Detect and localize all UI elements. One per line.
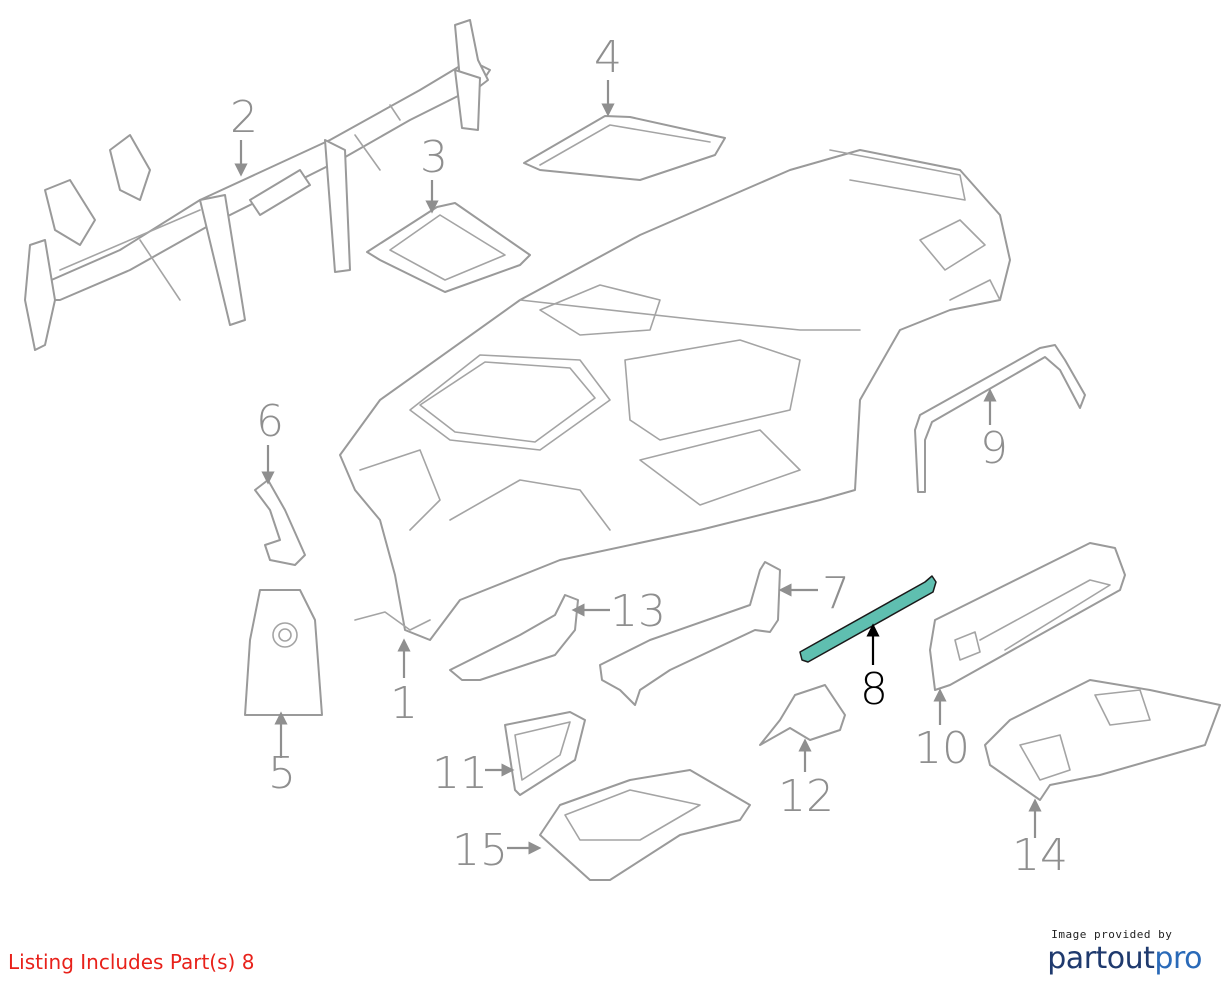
callout-13: 13 [610,586,666,637]
listing-note: Listing Includes Part(s) 8 [8,950,255,974]
part-5-side-cover [244,589,323,716]
callout-12: 12 [778,771,834,822]
part-13-bracket [449,594,579,681]
image-credit: Image provided by partoutpro [1047,928,1202,977]
brand-logo: partoutpro [1047,941,1202,977]
callout-15: 15 [452,825,508,876]
callout-5: 5 [268,748,296,799]
part-6-trim [254,479,306,566]
part-14-under-cover [984,679,1221,801]
callout-14: 14 [1012,830,1068,881]
part-9-seal [914,344,1086,493]
callout-11: 11 [432,748,488,799]
callout-numbers: 1 2 3 4 5 6 7 8 9 10 11 12 13 14 15 [230,32,1068,881]
callout-3: 3 [420,132,448,183]
brand-logo-main: partout [1047,941,1155,976]
dashboard-main [339,149,1011,641]
part-10-glove-box-door [929,542,1126,691]
callout-9: 9 [980,423,1008,474]
part-11-bin [504,711,586,796]
part-4-top-cover [523,115,726,181]
leader-lines [234,80,1042,855]
callout-8-highlighted: 8 [860,664,888,715]
credit-caption: Image provided by [1051,928,1173,941]
part-3-panel [366,202,531,293]
part-8-highlighted-trim [799,575,937,663]
part-12-bracket [759,684,846,746]
brand-logo-accent: pro [1154,941,1202,976]
callout-2: 2 [230,92,258,143]
callout-4: 4 [594,32,622,83]
callout-7: 7 [822,568,850,619]
callout-10: 10 [914,723,970,774]
callout-6: 6 [256,396,284,447]
part-2-cross-car-beam [24,19,491,351]
part-7-trim-strip [599,561,781,706]
callout-1: 1 [390,678,418,729]
part-15-under-cover [539,769,751,881]
